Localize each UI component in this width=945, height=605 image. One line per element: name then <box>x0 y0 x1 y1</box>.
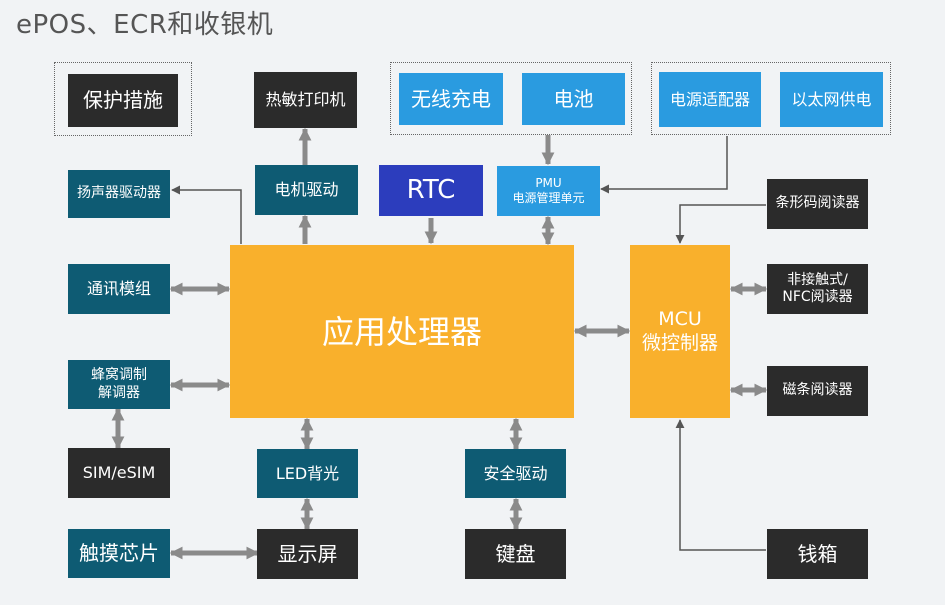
connector-barcode-to-mcu <box>675 204 766 244</box>
keyboard-block: 键盘 <box>465 529 566 579</box>
wireless-charging-label: 无线充电 <box>411 86 491 111</box>
battery-block: 电池 <box>522 73 625 125</box>
magstripe-reader-label: 磁条阅读器 <box>782 382 853 399</box>
comm-module-label: 通讯模组 <box>86 279 151 298</box>
touch-chip-label: 触摸芯片 <box>79 541 159 565</box>
sim-label: SIM/eSIM <box>82 463 156 482</box>
wireless-charging-block: 无线充电 <box>399 73 503 125</box>
display-block: 显示屏 <box>257 529 358 579</box>
battery-label: 电池 <box>553 86 594 111</box>
pmu-block: PMU 电源管理单元 <box>497 166 600 216</box>
cellular-modem-block: 蜂窝调制 解调器 <box>68 360 170 409</box>
external-power-group <box>651 62 891 135</box>
diagram-title: ePOS、ECR和收银机 <box>16 10 274 40</box>
sim-block: SIM/eSIM <box>68 448 170 498</box>
magstripe-reader-block: 磁条阅读器 <box>767 366 868 416</box>
application-processor-label: 应用处理器 <box>321 312 482 351</box>
cash-drawer-label: 钱箱 <box>797 541 838 566</box>
barcode-reader-block: 条形码阅读器 <box>767 179 868 229</box>
poe-block: 以太网供电 <box>780 72 883 127</box>
barcode-reader-label: 条形码阅读器 <box>775 195 860 212</box>
rtc-block: RTC <box>379 165 483 216</box>
thick-connectors <box>111 127 768 560</box>
power-adapter-label: 电源适配器 <box>669 89 750 109</box>
mcu-label-line2: 微控制器 <box>641 331 718 354</box>
motor-driver-label: 电机驱动 <box>274 180 339 199</box>
cellular-modem-label-line1: 蜂窝调制 <box>91 367 147 383</box>
thin-connectors <box>171 136 766 551</box>
connector-cashdrawer-to-mcu <box>675 419 766 551</box>
speaker-driver-label: 扬声器驱动器 <box>77 185 161 202</box>
pmu-label-line2: 电源管理单元 <box>512 191 585 205</box>
mcu-block: MCU 微控制器 <box>630 245 730 418</box>
thermal-printer-label: 热敏打印机 <box>265 90 346 109</box>
led-backlight-block: LED背光 <box>257 449 358 498</box>
cellular-modem-label-line2: 解调器 <box>98 384 140 401</box>
pmu-label-line1: PMU <box>535 176 562 190</box>
power-source-group <box>390 62 632 135</box>
led-backlight-label: LED背光 <box>275 463 340 483</box>
connector-app-to-speaker <box>171 185 242 244</box>
nfc-reader-label-line2: NFC阅读器 <box>782 289 853 305</box>
motor-driver-block: 电机驱动 <box>255 165 358 215</box>
protection-block: 保护措施 <box>68 74 178 127</box>
connector-power-to-pmu <box>600 136 728 194</box>
protection-group <box>54 62 192 136</box>
power-adapter-block: 电源适配器 <box>659 72 761 127</box>
nfc-reader-label-line1: 非接触式/ <box>787 271 848 288</box>
thermal-printer-block: 热敏打印机 <box>254 72 357 128</box>
security-driver-label: 安全驱动 <box>483 463 548 483</box>
rtc-label: RTC <box>406 175 456 206</box>
cash-drawer-block: 钱箱 <box>767 529 868 579</box>
keyboard-label: 键盘 <box>495 541 536 566</box>
application-processor-block: 应用处理器 <box>230 245 574 418</box>
display-label: 显示屏 <box>277 541 338 566</box>
touch-chip-block: 触摸芯片 <box>68 529 170 578</box>
security-driver-block: 安全驱动 <box>465 449 566 498</box>
mcu-label-line1: MCU <box>658 307 702 330</box>
protection-label: 保护措施 <box>83 88 163 112</box>
poe-label: 以太网供电 <box>791 89 872 109</box>
comm-module-block: 通讯模组 <box>68 264 170 314</box>
nfc-reader-block: 非接触式/ NFC阅读器 <box>767 264 868 314</box>
speaker-driver-block: 扬声器驱动器 <box>68 170 170 218</box>
